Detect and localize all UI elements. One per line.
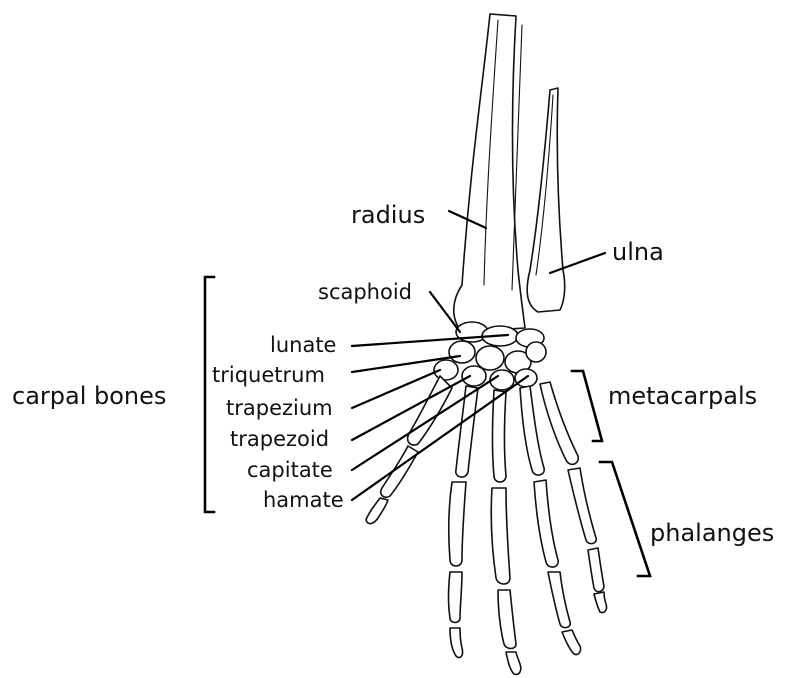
middle-finger-phalanges — [491, 488, 521, 674]
phalanges-label: phalanges — [650, 521, 774, 545]
trapezium-label: trapezium — [226, 398, 333, 419]
little-finger-phalanges — [568, 468, 607, 613]
ulna-label: ulna — [612, 240, 664, 264]
phalanges-bracket — [600, 462, 650, 576]
capitate-label: capitate — [247, 460, 333, 481]
ring-finger-phalanges — [534, 480, 581, 655]
ulna-bone — [527, 88, 565, 312]
capitate-leader-line — [352, 376, 498, 470]
metacarpals-bracket — [572, 371, 602, 441]
thumb-bones — [366, 376, 452, 524]
radius-bone — [454, 14, 525, 332]
radius-label: radius — [351, 203, 425, 227]
scaphoid-label: scaphoid — [318, 282, 412, 303]
trapezoid-label: trapezoid — [230, 429, 329, 450]
triquetrum-label: triquetrum — [212, 365, 325, 386]
lunate-label: lunate — [270, 335, 336, 356]
carpal-bones-bracket — [205, 277, 214, 512]
metacarpals-label: metacarpals — [608, 384, 757, 408]
index-finger-phalanges — [449, 482, 467, 658]
carpal-bones-label: carpal bones — [12, 384, 166, 408]
metacarpal-bones — [456, 382, 578, 482]
carpal-bones — [434, 322, 546, 390]
hamate-label: hamate — [263, 490, 344, 511]
